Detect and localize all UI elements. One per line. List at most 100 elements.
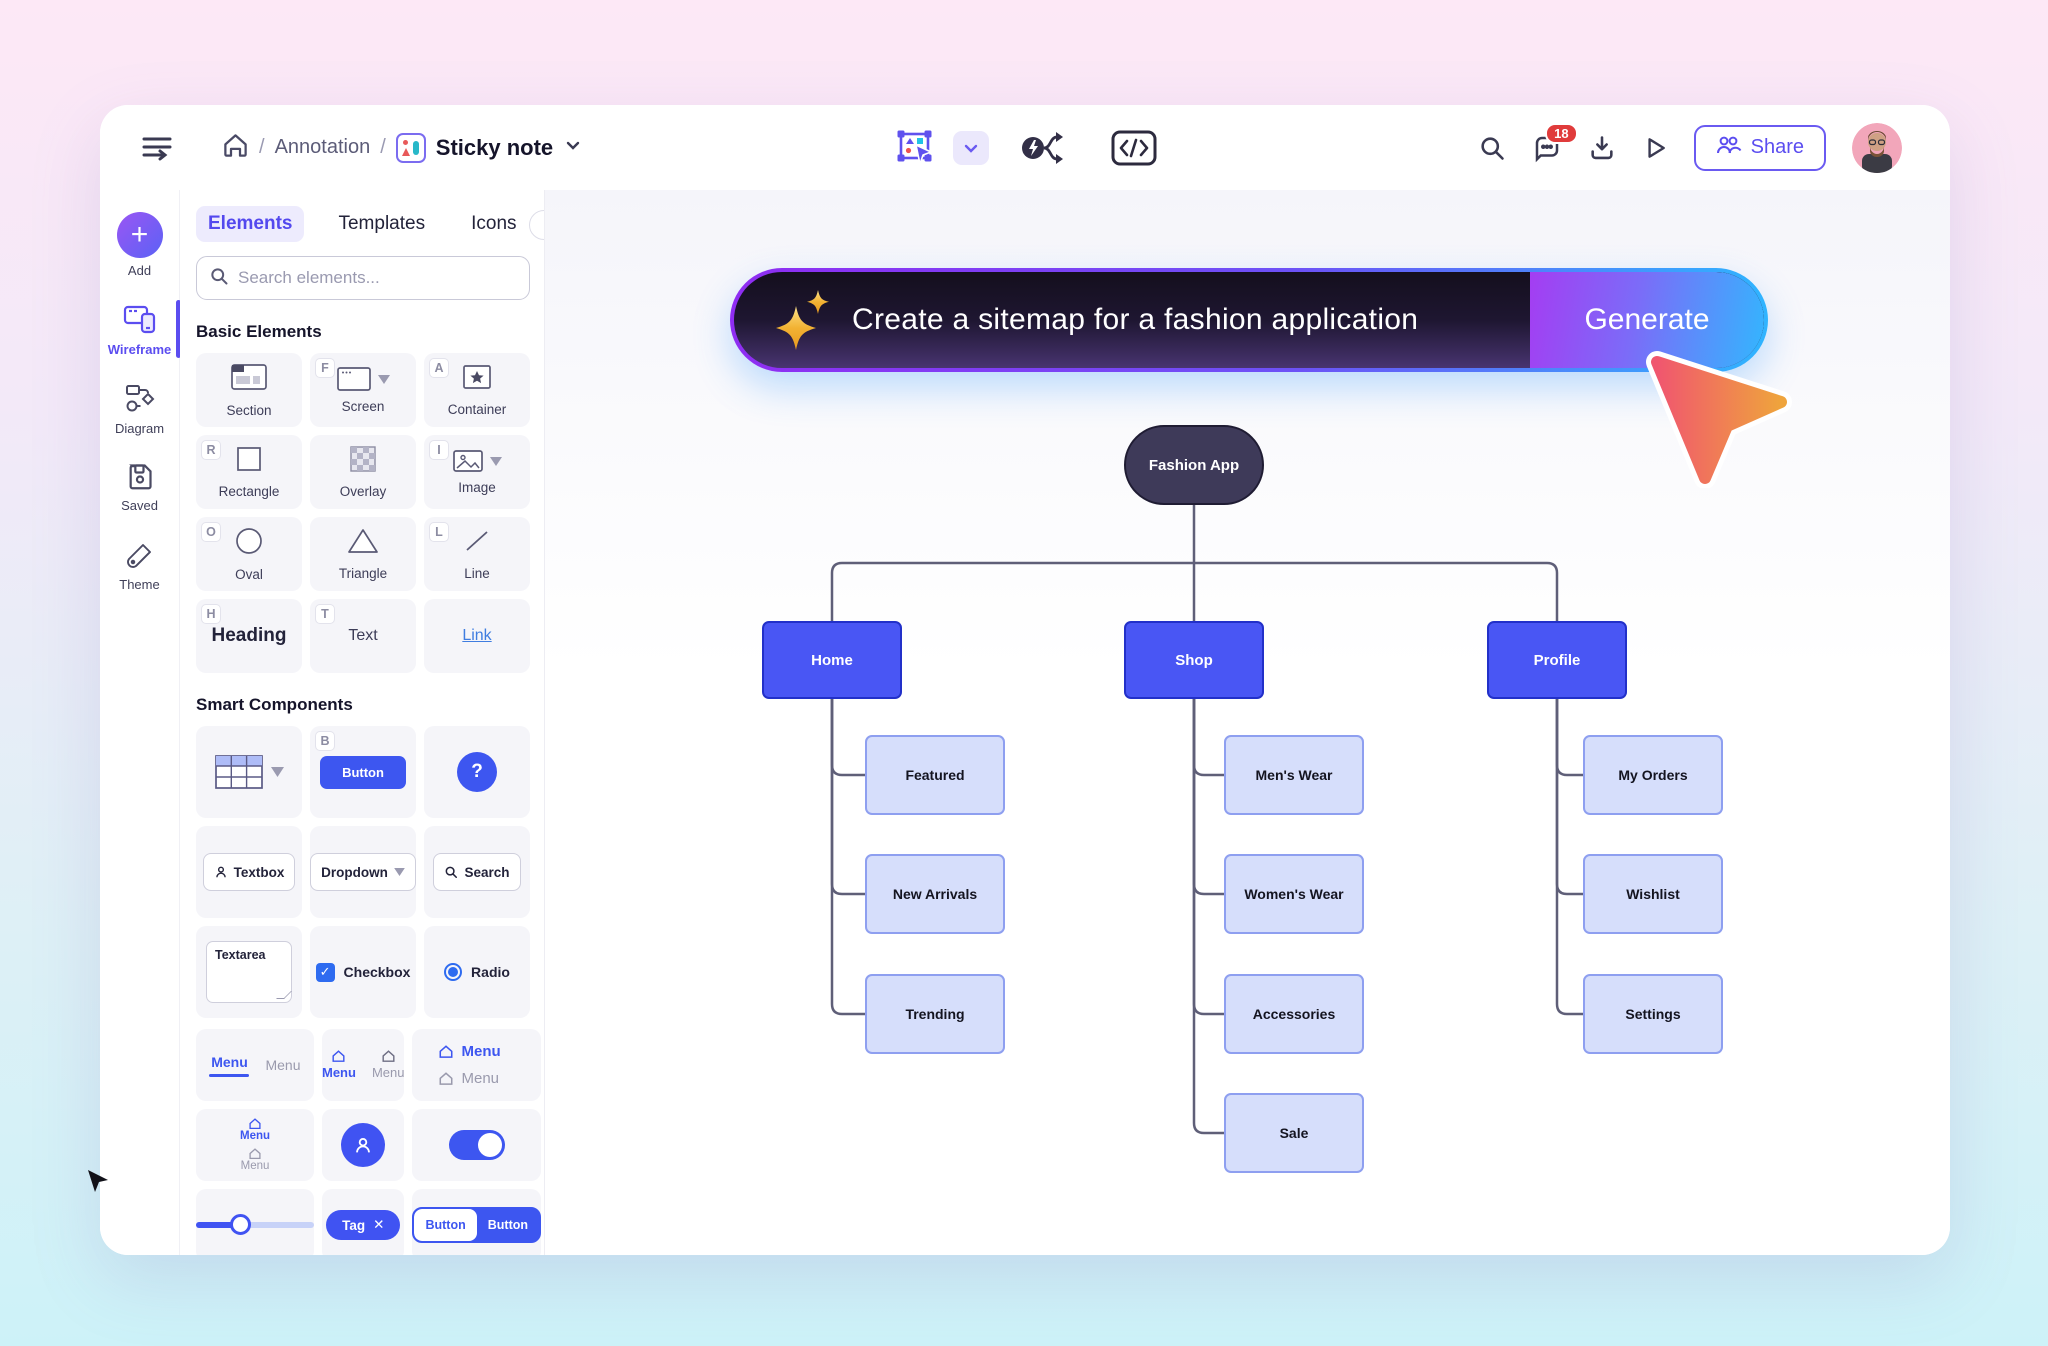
component-tile-search[interactable]: Search: [424, 826, 530, 918]
component-tile-button[interactable]: B Button: [310, 726, 416, 818]
rail-item-add[interactable]: + Add: [100, 212, 179, 278]
component-tile-tag[interactable]: Tag ✕: [322, 1189, 405, 1255]
document-title[interactable]: Sticky note: [435, 134, 554, 160]
comments-icon[interactable]: 18: [1532, 122, 1578, 163]
component-tile-checkbox[interactable]: ✓ Checkbox: [310, 926, 416, 1018]
sitemap-node-wishlist[interactable]: Wishlist: [1583, 854, 1723, 934]
theme-swatches-icon: [124, 539, 156, 572]
component-tile-table[interactable]: [196, 726, 302, 818]
wireframe-icon: [123, 304, 157, 337]
chevron-down-icon[interactable]: [563, 135, 583, 160]
element-tile-overlay[interactable]: Overlay: [310, 435, 416, 509]
radio-label: Radio: [471, 964, 510, 980]
element-tile-line[interactable]: L Line: [424, 517, 530, 591]
search-icon[interactable]: [1478, 134, 1506, 162]
header-right-cluster: 18 Share: [1478, 105, 1902, 190]
sitemap-node-my-orders[interactable]: My Orders: [1583, 735, 1723, 815]
component-tile-radio[interactable]: Radio: [424, 926, 530, 1018]
sitemap-node-womens-wear[interactable]: Women's Wear: [1224, 854, 1364, 934]
frame-select-tool-icon[interactable]: [895, 128, 937, 168]
menu-item-inactive: Menu: [265, 1057, 301, 1073]
component-tile-icon-menu[interactable]: Menu Menu: [322, 1029, 405, 1101]
shortcut-badge: R: [201, 440, 221, 460]
element-tile-image[interactable]: I Image: [424, 435, 530, 509]
element-tile-screen[interactable]: F Screen: [310, 353, 416, 427]
component-tile-toggle[interactable]: [412, 1109, 542, 1181]
tab-icons[interactable]: Icons: [471, 213, 517, 234]
tab-templates[interactable]: Templates: [338, 213, 426, 234]
component-tile-vertical-menu[interactable]: Menu Menu: [196, 1109, 314, 1181]
user-avatar[interactable]: [1852, 122, 1902, 173]
component-tile-dropdown[interactable]: Dropdown: [310, 826, 416, 918]
component-tile-textbox[interactable]: Textbox: [196, 826, 302, 918]
smart-flow-icon[interactable]: [1019, 127, 1069, 169]
sitemap-node-trending[interactable]: Trending: [865, 974, 1005, 1054]
element-tile-rectangle[interactable]: R Rectangle: [196, 435, 302, 509]
element-tile-container[interactable]: A Container: [424, 353, 530, 427]
radio-icon: [444, 963, 463, 981]
tool-dropdown-chevron-icon[interactable]: [953, 130, 989, 165]
panel-tabs: Elements Templates Icons: [196, 206, 530, 242]
element-search[interactable]: [196, 256, 530, 300]
component-tile-help[interactable]: ?: [424, 726, 530, 818]
component-tile-textarea[interactable]: Textarea: [196, 926, 302, 1018]
search-sample: Search: [433, 853, 521, 891]
sitemap-node-new-arrivals[interactable]: New Arrivals: [865, 854, 1005, 934]
shortcut-badge: H: [201, 604, 221, 624]
element-tile-text[interactable]: T Text: [310, 599, 416, 673]
checkbox-icon: ✓: [315, 962, 335, 982]
tile-label: Container: [447, 401, 507, 417]
home-icon: [439, 1044, 453, 1058]
download-icon[interactable]: [1588, 134, 1616, 162]
component-tile-tab-menu[interactable]: Menu Menu: [196, 1029, 314, 1101]
sitemap-node-settings[interactable]: Settings: [1583, 974, 1723, 1054]
element-tile-section[interactable]: Section: [196, 353, 302, 427]
sitemap-node-shop[interactable]: Shop: [1124, 621, 1264, 699]
link-sample-text: Link: [462, 627, 492, 644]
search-icon: [446, 866, 458, 879]
sparkles-icon: [774, 286, 838, 367]
component-tile-slider[interactable]: [196, 1189, 314, 1255]
share-button[interactable]: Share: [1693, 124, 1826, 171]
rail-label: Add: [127, 263, 152, 278]
home-icon: [439, 1071, 453, 1085]
sitemap-node-accessories[interactable]: Accessories: [1224, 974, 1364, 1054]
component-tile-side-menu[interactable]: Menu Menu: [412, 1029, 542, 1101]
present-play-icon[interactable]: [1642, 135, 1668, 161]
element-tile-oval[interactable]: O Oval: [196, 517, 302, 591]
tile-label: Triangle: [338, 565, 388, 581]
menu-toggle-icon[interactable]: [140, 131, 178, 165]
generate-button[interactable]: Generate: [1530, 272, 1764, 368]
sitemap-node-sale[interactable]: Sale: [1224, 1093, 1364, 1173]
rail-item-saved[interactable]: Saved: [100, 462, 179, 513]
element-tile-link[interactable]: Link: [424, 599, 530, 673]
sitemap-node-mens-wear[interactable]: Men's Wear: [1224, 735, 1364, 815]
panel-collapse-button[interactable]: [529, 210, 544, 240]
rail-label: Diagram: [114, 421, 165, 436]
component-tile-avatar[interactable]: [322, 1109, 405, 1181]
breadcrumb-section[interactable]: Annotation: [274, 136, 371, 158]
caret-down-icon: [394, 868, 405, 876]
tab-elements[interactable]: Elements: [196, 206, 305, 242]
ai-prompt-banner[interactable]: Create a sitemap for a fashion applicati…: [730, 268, 1768, 372]
element-tile-triangle[interactable]: Triangle: [310, 517, 416, 591]
home-icon: [249, 1118, 261, 1130]
sitemap-node-profile[interactable]: Profile: [1487, 621, 1627, 699]
rail-item-diagram[interactable]: Diagram: [100, 383, 179, 436]
section-title-basic: Basic Elements: [196, 322, 322, 341]
element-tile-heading[interactable]: H Heading: [196, 599, 302, 673]
code-view-icon[interactable]: [1111, 130, 1157, 166]
shortcut-badge: B: [315, 731, 335, 751]
small-cursor-icon: [86, 1168, 112, 1199]
home-icon[interactable]: [222, 132, 249, 164]
rail-label: Wireframe: [107, 342, 172, 357]
component-tile-button-group[interactable]: Button Button: [412, 1189, 542, 1255]
sitemap-node-root[interactable]: Fashion App: [1124, 425, 1264, 505]
canvas[interactable]: Create a sitemap for a fashion applicati…: [545, 190, 1950, 1255]
rail-label: Theme: [119, 577, 160, 592]
rail-item-theme[interactable]: Theme: [100, 539, 179, 592]
sitemap-node-home[interactable]: Home: [762, 621, 902, 699]
sitemap-node-featured[interactable]: Featured: [865, 735, 1005, 815]
rail-item-wireframe[interactable]: Wireframe: [100, 300, 181, 358]
search-input[interactable]: [238, 268, 517, 288]
